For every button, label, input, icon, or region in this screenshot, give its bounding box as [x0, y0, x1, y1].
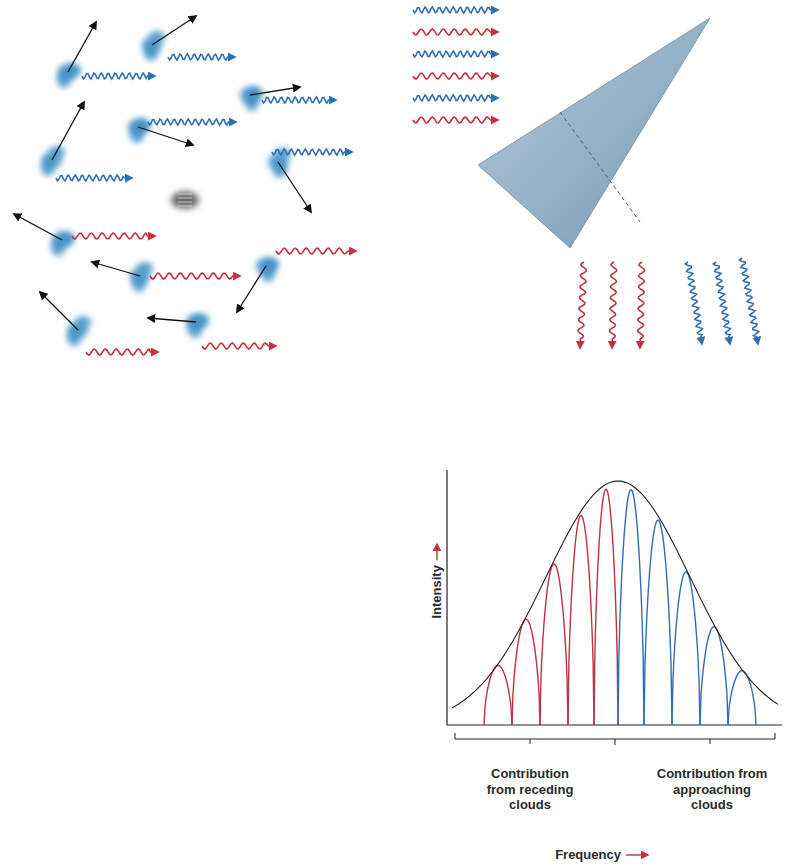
cloud-blob: [193, 314, 209, 326]
gas-cloud: [92, 262, 240, 292]
velocity-arrow: [152, 16, 196, 45]
axes: [447, 470, 782, 725]
dot-hatch: [178, 206, 192, 207]
line-profile: [672, 572, 700, 725]
prism: [478, 18, 710, 248]
envelope: [452, 481, 778, 708]
light-wave: [262, 97, 336, 103]
gas-cloud: [148, 314, 276, 349]
light-wave: [56, 175, 132, 181]
dot-hatch: [178, 198, 192, 199]
light-wave: [150, 273, 240, 279]
light-wave: [638, 262, 645, 348]
dot-hatch: [178, 202, 192, 203]
cloud-blob: [144, 43, 158, 61]
prism-group: [413, 7, 759, 348]
light-wave: [413, 29, 498, 35]
axis-label: Intensity: [429, 565, 445, 618]
velocity-arrow: [138, 127, 193, 145]
dot-glow: [171, 191, 199, 209]
light-wave: [202, 343, 276, 349]
range-label: Contribution from receding clouds: [478, 766, 582, 813]
gas-cloud: [128, 119, 236, 145]
line-profile: [644, 520, 672, 725]
light-wave: [276, 248, 356, 254]
velocity-arrow: [40, 292, 78, 330]
cloud-blob: [41, 158, 55, 176]
cloud-blob: [65, 64, 81, 76]
velocity-arrow: [237, 266, 266, 312]
bracket: [455, 733, 775, 745]
light-wave: [413, 73, 498, 79]
line-profile: [484, 665, 512, 725]
cloud-blob: [67, 328, 81, 346]
velocity-arrow: [52, 102, 84, 160]
light-wave: [413, 117, 498, 123]
light-wave: [578, 262, 586, 348]
gas-cloud: [41, 102, 132, 181]
velocity-arrow: [278, 162, 311, 212]
light-wave: [86, 349, 158, 355]
axis-label: Frequency: [555, 847, 621, 863]
light-wave: [413, 51, 498, 57]
light-wave: [272, 149, 352, 155]
axis-arrow: [626, 854, 648, 855]
gas-clouds: [14, 16, 356, 355]
spectrum-chart: [437, 470, 782, 855]
light-wave: [413, 95, 498, 101]
light-wave: [685, 262, 702, 344]
line-profile: [568, 515, 594, 725]
light-wave: [72, 233, 155, 239]
gas-cloud: [237, 248, 356, 312]
gas-cloud: [142, 16, 235, 61]
light-wave: [82, 73, 155, 79]
range-label: Contribution from approaching clouds: [656, 766, 768, 813]
gas-cloud: [240, 87, 336, 111]
cloud-blob: [132, 274, 146, 292]
gas-cloud: [57, 22, 155, 88]
line-profile: [618, 490, 644, 725]
light-wave: [168, 54, 235, 60]
velocity-arrow: [92, 262, 140, 276]
velocity-arrow: [68, 22, 96, 72]
velocity-arrow: [148, 318, 196, 322]
line-profile: [594, 489, 618, 725]
cloud-blob: [137, 262, 153, 274]
velocity-arrow: [14, 214, 62, 240]
axis-arrow: [436, 544, 437, 560]
cloud-blob: [273, 160, 287, 178]
light-wave: [148, 119, 236, 125]
light-wave: [739, 258, 758, 344]
gas-cloud: [14, 214, 155, 256]
cloud-blob: [75, 316, 91, 328]
line-profile: [540, 564, 568, 725]
observer-dot: [171, 191, 199, 209]
dot-hatch: [178, 194, 192, 195]
normal-line: [560, 112, 640, 222]
gas-cloud: [268, 148, 352, 212]
light-wave: [610, 262, 617, 348]
light-wave: [713, 262, 730, 344]
gas-cloud: [40, 292, 158, 355]
light-wave: [413, 7, 498, 13]
velocity-arrow: [250, 87, 300, 95]
cloud-blob: [263, 258, 279, 270]
line-profile: [728, 671, 756, 725]
